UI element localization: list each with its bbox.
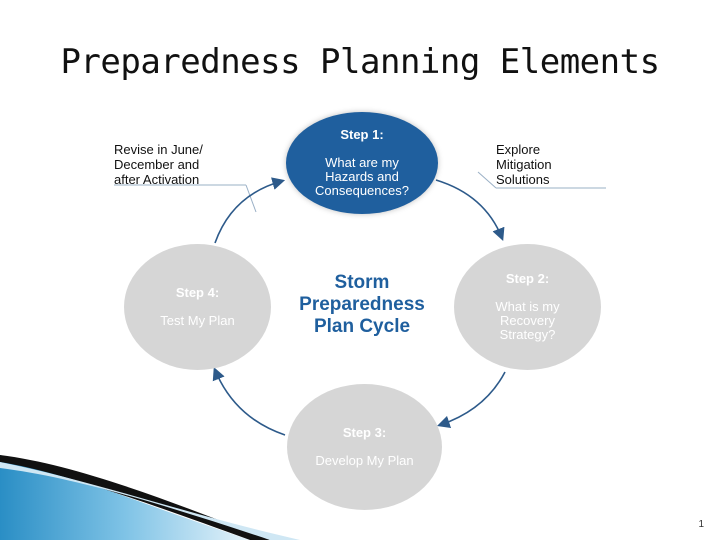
arrow-step1-to-step2 xyxy=(435,179,505,241)
step-1-label: Step 1: xyxy=(340,127,384,142)
step-4-node: Step 4: Test My Plan xyxy=(124,244,271,370)
step-4-label: Step 4: xyxy=(175,285,220,300)
step-2-text: What is my Recovery Strategy? xyxy=(495,299,560,342)
step-3-label: Step 3: xyxy=(342,425,387,440)
page-number: 1 xyxy=(698,519,704,530)
arrow-step4-to-step1 xyxy=(214,177,286,244)
step-1-node: Step 1: What are my Hazards and Conseque… xyxy=(286,112,438,214)
arrow-step2-to-step3 xyxy=(436,371,506,429)
note-explore-mitigation: Explore Mitigation Solutions xyxy=(496,142,552,187)
slide-title: Preparedness Planning Elements xyxy=(60,42,660,82)
step-2-node: Step 2: What is my Recovery Strategy? xyxy=(454,244,601,370)
decorative-swoosh xyxy=(0,455,300,540)
cycle-center-label: Storm Preparedness Plan Cycle xyxy=(299,272,425,337)
step-2-label: Step 2: xyxy=(505,271,550,286)
step-4-text: Test My Plan xyxy=(160,313,235,328)
step-1-text: What are my Hazards and Consequences? xyxy=(315,155,409,198)
arrow-step3-to-step4 xyxy=(212,367,286,436)
step-3-node: Step 3: Develop My Plan xyxy=(287,384,442,510)
step-3-text: Develop My Plan xyxy=(315,453,414,468)
note-revise: Revise in June/ December and after Activ… xyxy=(114,142,203,187)
